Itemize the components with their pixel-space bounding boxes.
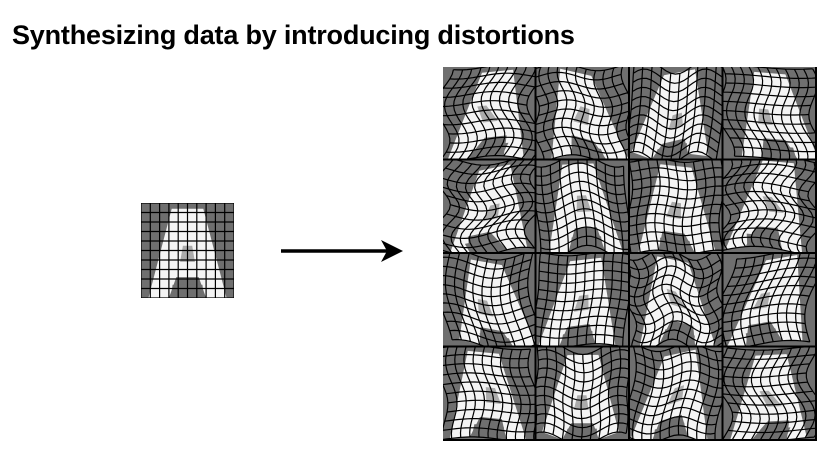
distorted-tile-13: [443, 347, 535, 439]
distorted-tile-5: [443, 160, 535, 252]
original-letter-tile: [141, 203, 234, 298]
distorted-tile-1: [443, 67, 535, 159]
distorted-tile-3: [630, 67, 722, 159]
distorted-tile-12: [723, 254, 815, 346]
distorted-tile-16: [723, 347, 815, 439]
distorted-tile-8: [723, 160, 815, 252]
right-arrow-icon: [281, 236, 405, 266]
distorted-tile-2: [536, 67, 628, 159]
original-letter-image: [141, 203, 234, 298]
distorted-tile-11: [630, 254, 722, 346]
distorted-samples-grid: [443, 67, 817, 441]
distorted-tile-4: [723, 67, 815, 159]
distorted-tile-7: [630, 160, 722, 252]
slide-title: Synthesizing data by introducing distort…: [12, 20, 575, 50]
distorted-tile-10: [536, 254, 628, 346]
distorted-tile-14: [536, 347, 628, 439]
distorted-tile-15: [630, 347, 722, 439]
distorted-tile-9: [443, 254, 535, 346]
distorted-tile-6: [536, 160, 628, 252]
